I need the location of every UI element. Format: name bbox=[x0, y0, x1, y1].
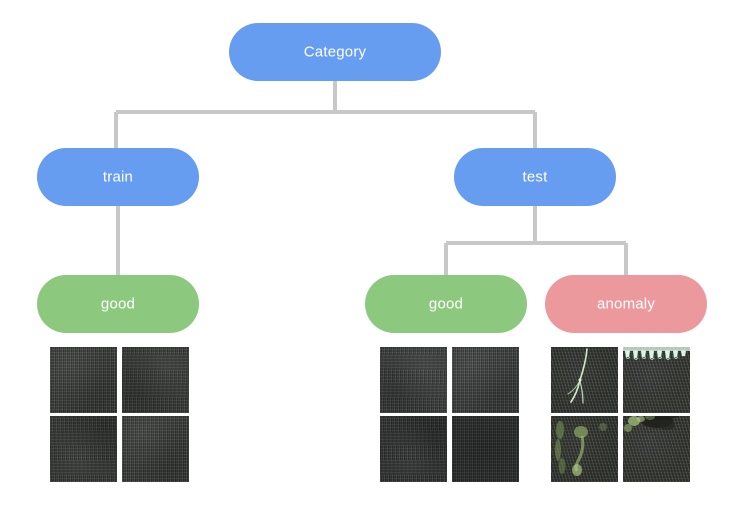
sample-thumbnail[interactable] bbox=[551, 347, 618, 413]
node-test[interactable]: test bbox=[454, 148, 616, 206]
sample-thumbnail[interactable] bbox=[50, 347, 117, 413]
defect-hole bbox=[624, 416, 679, 432]
sample-thumbnail[interactable] bbox=[623, 416, 690, 482]
textile-texture bbox=[122, 416, 189, 482]
textile-texture bbox=[50, 416, 117, 482]
sample-thumbnail[interactable] bbox=[50, 416, 117, 482]
node-train-good-label: good bbox=[100, 295, 136, 312]
train-good-sample-grid bbox=[50, 347, 189, 482]
textile-texture bbox=[452, 416, 519, 482]
defect-thread bbox=[567, 348, 588, 404]
node-category-label: Category bbox=[303, 43, 367, 60]
node-test-label: test bbox=[522, 168, 548, 185]
sample-thumbnail[interactable] bbox=[122, 347, 189, 413]
textile-texture bbox=[50, 347, 117, 413]
node-train-label: train bbox=[102, 168, 134, 185]
sample-thumbnail[interactable] bbox=[380, 416, 447, 482]
sample-thumbnail[interactable] bbox=[122, 416, 189, 482]
test-anomaly-sample-grid bbox=[551, 347, 690, 482]
defect-color-stain bbox=[555, 421, 607, 476]
node-test-good-label: good bbox=[428, 295, 464, 312]
textile-texture bbox=[380, 347, 447, 413]
sample-thumbnail[interactable] bbox=[623, 347, 690, 413]
sample-thumbnail[interactable] bbox=[452, 416, 519, 482]
node-train-good[interactable]: good bbox=[37, 275, 199, 333]
textile-texture bbox=[551, 347, 618, 413]
textile-texture bbox=[122, 347, 189, 413]
sample-thumbnail[interactable] bbox=[452, 347, 519, 413]
node-category[interactable]: Category bbox=[229, 23, 441, 81]
test-good-sample-grid bbox=[380, 347, 519, 482]
sample-thumbnail[interactable] bbox=[380, 347, 447, 413]
node-test-anomaly[interactable]: anomaly bbox=[545, 275, 707, 333]
sample-thumbnail[interactable] bbox=[551, 416, 618, 482]
defect-cut bbox=[623, 347, 690, 360]
textile-texture bbox=[380, 416, 447, 482]
node-train[interactable]: train bbox=[37, 148, 199, 206]
node-test-good[interactable]: good bbox=[365, 275, 527, 333]
textile-texture bbox=[452, 347, 519, 413]
node-test-anomaly-label: anomaly bbox=[596, 295, 656, 312]
